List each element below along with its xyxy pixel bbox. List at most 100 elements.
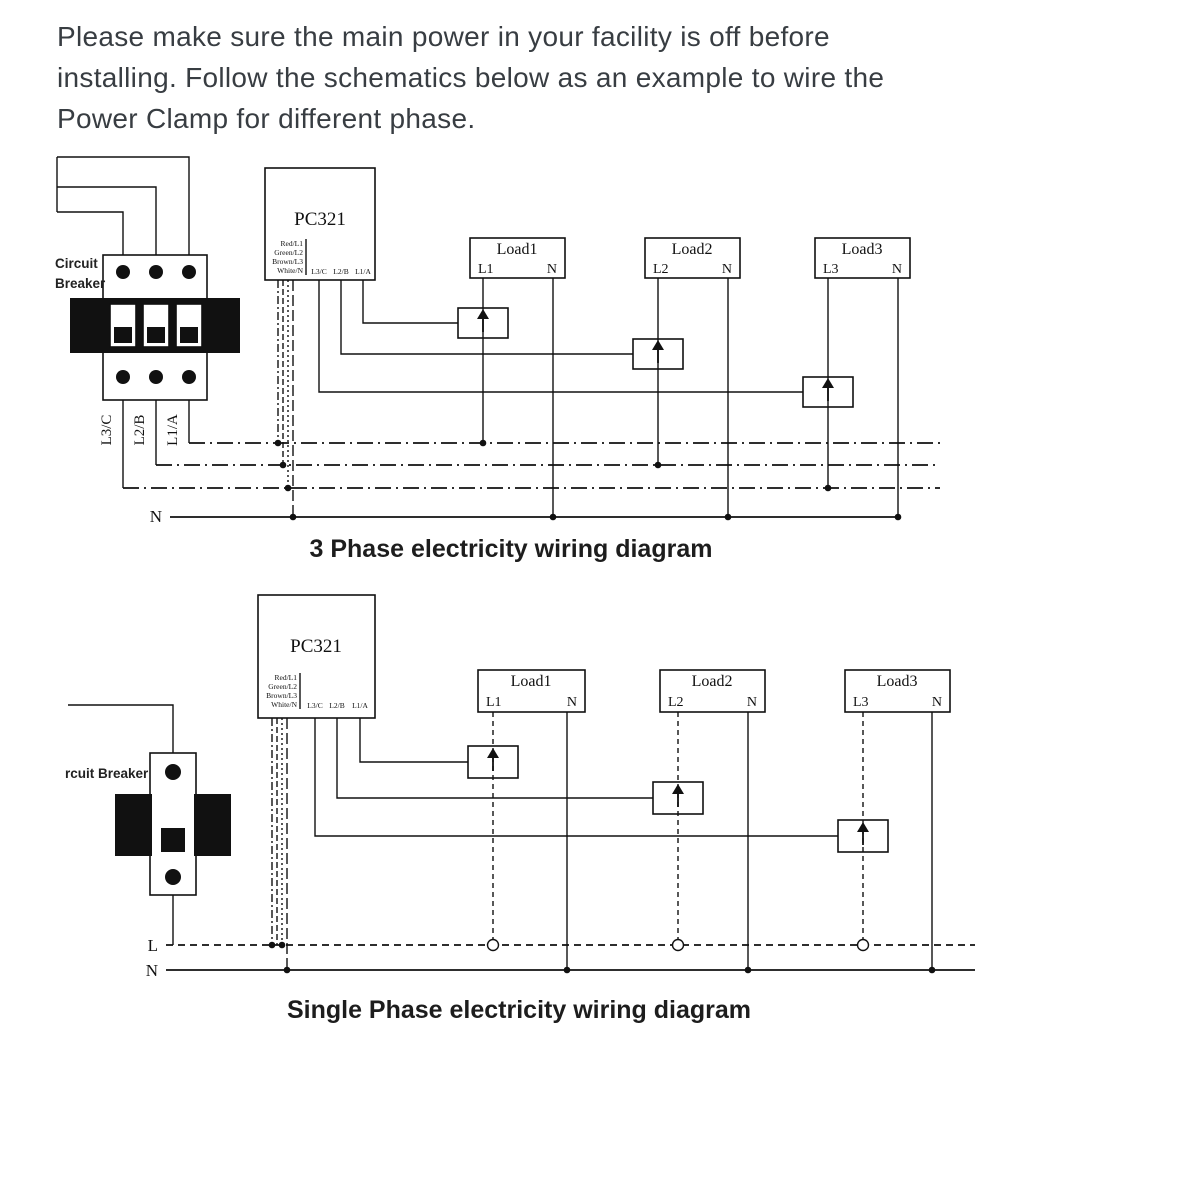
load-live-label: L1 xyxy=(478,262,494,277)
junction-dot xyxy=(479,439,487,447)
load-name: Load2 xyxy=(672,241,713,258)
pc321-device: PC321 Red/L1 Green/L2 Brown/L3 White/N L… xyxy=(257,594,376,719)
junction-dot xyxy=(549,513,557,521)
wire-label-white: White/N xyxy=(277,266,303,275)
ct-signal-3 xyxy=(318,280,803,393)
load-live-label: L1 xyxy=(486,695,502,710)
terminal-dot xyxy=(165,764,181,780)
junction-dot xyxy=(894,513,902,521)
terminal-label-l1a: L1/A xyxy=(355,267,371,276)
breaker-handle xyxy=(147,327,165,343)
breaker-label-line2: Breaker xyxy=(55,276,106,291)
load1: Load1 L1 N xyxy=(469,237,566,521)
ct-clamp-arrowhead xyxy=(822,378,834,388)
load-neutral-label: N xyxy=(722,262,732,277)
junction-dot xyxy=(724,513,732,521)
ct-clamp-box xyxy=(837,819,889,853)
voltage-sense-wires xyxy=(268,718,291,974)
breaker-handle xyxy=(180,327,198,343)
ct-clamp-2 xyxy=(652,781,704,815)
line-label: L xyxy=(148,936,158,955)
ct-clamp-1 xyxy=(467,745,519,779)
phase-label-l1a: L1/A xyxy=(165,414,181,446)
ct-clamp-box xyxy=(632,338,684,370)
terminal-label-l2b: L2/B xyxy=(329,701,344,710)
terminal-dot xyxy=(149,265,163,279)
breaker-band xyxy=(194,794,231,856)
wire-label-green: Green/L2 xyxy=(274,248,303,257)
load-neutral-label: N xyxy=(567,695,577,710)
load-box xyxy=(477,669,586,713)
ct-clamp-arrowhead xyxy=(487,748,499,758)
load-name: Load1 xyxy=(511,673,552,690)
ct-signal-2 xyxy=(336,718,653,799)
terminal-dot xyxy=(116,370,130,384)
terminal-label-l3c: L3/C xyxy=(311,267,326,276)
load-live-label: L3 xyxy=(853,695,869,710)
terminal-dot xyxy=(182,265,196,279)
junction-dot xyxy=(654,461,662,469)
supply-wires xyxy=(56,156,190,255)
load-live-label: L2 xyxy=(653,262,669,277)
load-box xyxy=(814,237,911,279)
ct-clamp-3 xyxy=(802,376,854,408)
intro-line-2: installing. Follow the schematics below … xyxy=(57,62,885,93)
breaker-handle xyxy=(114,327,132,343)
load2: Load2 L2 N xyxy=(659,669,766,974)
junction-dot xyxy=(289,513,297,521)
breaker-label: rcuit Breaker xyxy=(65,766,149,781)
load-neutral-label: N xyxy=(747,695,757,710)
junction-dot xyxy=(824,484,832,492)
load2: Load2 L2 N xyxy=(644,237,741,521)
ct-signal-wires xyxy=(318,280,803,393)
wire-label-brown: Brown/L3 xyxy=(272,257,303,266)
ct-clamp-1 xyxy=(457,307,509,339)
ct-clamp-box xyxy=(652,781,704,815)
wire-segment xyxy=(57,186,157,255)
device-name: PC321 xyxy=(294,209,346,230)
three-phase-diagram: Circuit Breaker L3/C L2/B L1/A N PC321 xyxy=(55,156,940,563)
junction-dot xyxy=(278,941,286,949)
ct-signal-wires xyxy=(314,718,838,837)
intro-line-1: Please make sure the main power in your … xyxy=(57,21,830,52)
neutral-label: N xyxy=(146,961,158,980)
tap-connector xyxy=(671,938,685,952)
ct-clamp-box xyxy=(802,376,854,408)
junction-dot xyxy=(274,439,282,447)
tap-connector xyxy=(486,938,500,952)
load-neutral-label: N xyxy=(932,695,942,710)
supply-wire xyxy=(68,704,174,753)
line-and-neutral: L N xyxy=(146,936,975,980)
ct-signal-1 xyxy=(359,718,468,763)
load-live-label: L3 xyxy=(823,262,839,277)
terminal-label-l3c: L3/C xyxy=(307,701,322,710)
wire-segment xyxy=(57,211,124,255)
intro-text: Please make sure the main power in your … xyxy=(57,16,884,139)
terminal-label-l2b: L2/B xyxy=(333,267,348,276)
load1: Load1 L1 N xyxy=(477,669,586,974)
ct-clamp-arrowhead xyxy=(477,309,489,319)
ct-clamp-2 xyxy=(632,338,684,370)
load-name: Load3 xyxy=(877,673,918,690)
ct-clamp-arrowhead xyxy=(652,340,664,350)
ct-signal-2 xyxy=(340,280,633,355)
single-phase-diagram: PC321 Red/L1 Green/L2 Brown/L3 White/N L… xyxy=(65,594,975,1024)
ct-clamp-3 xyxy=(837,819,889,853)
device-box xyxy=(257,594,376,719)
load3: Load3 L3 N xyxy=(814,237,911,521)
circuit-breaker-3pole: Circuit Breaker xyxy=(55,254,240,401)
breaker-label-line1: Circuit xyxy=(55,256,98,271)
circuit-breaker-1pole: rcuit Breaker xyxy=(65,752,231,945)
terminal-dot xyxy=(182,370,196,384)
neutral-line: N xyxy=(150,507,898,526)
load-name: Load3 xyxy=(842,241,883,258)
wire-label-red: Red/L1 xyxy=(275,673,298,682)
ct-clamp-box xyxy=(467,745,519,779)
load-name: Load1 xyxy=(497,241,538,258)
junction-dot xyxy=(268,941,276,949)
single-phase-title: Single Phase electricity wiring diagram xyxy=(287,996,751,1024)
ct-clamp-arrowhead xyxy=(672,784,684,794)
ct-signal-3 xyxy=(314,718,838,837)
phase-bus-lines xyxy=(122,400,940,489)
